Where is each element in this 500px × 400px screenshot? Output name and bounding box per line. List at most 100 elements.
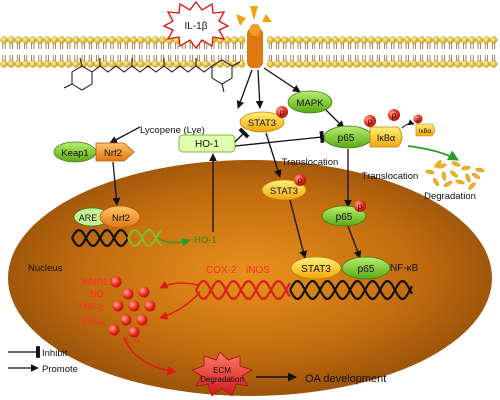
lipid-head (410, 60, 419, 68)
lipid-head (144, 36, 152, 44)
lipid-head (158, 36, 167, 44)
arrow-receptor-p65 (236, 69, 253, 109)
lipid-head (295, 60, 303, 68)
arrow-stat3-dna (289, 199, 308, 259)
arrow-lycopene-keap1 (109, 126, 141, 144)
lipid-head (310, 60, 318, 68)
arrow-nrf2-nuclear (112, 161, 121, 206)
lipid-head (439, 36, 447, 44)
lipid-head (302, 60, 311, 68)
lipid-head (0, 36, 8, 44)
no-label: NO (90, 289, 104, 299)
lipid-head (166, 60, 174, 68)
ho1-box-label: HO-1 (195, 139, 219, 150)
lipid-head (324, 60, 332, 68)
lipid-head (7, 36, 15, 44)
lipid-head (122, 60, 131, 68)
lipid-head (29, 36, 37, 44)
inhibit-ho1-stat3 (234, 127, 250, 143)
nucleus-label: Nucleus (28, 263, 63, 274)
lipid-head (43, 60, 51, 68)
lipid-head (187, 60, 195, 68)
lipid-head (454, 36, 462, 44)
stat3-top-label: STAT3 (248, 118, 276, 129)
lipid-head (238, 36, 246, 44)
lipid-head (446, 60, 455, 68)
p65-nuclear: p65 p (321, 200, 367, 227)
lipid-head (266, 36, 275, 44)
lipid-head (353, 60, 361, 68)
p65-ikba-complex: p65 IκBα p p (323, 109, 403, 149)
lipid-head (374, 60, 383, 68)
are-nrf2-complex: ARE Nrf2 (73, 205, 141, 229)
arrow-mapk-p65 (325, 109, 345, 129)
lipid-head (144, 60, 152, 68)
lipid-head (65, 60, 73, 68)
lipid-head (317, 36, 325, 44)
lipid-head (338, 36, 347, 44)
lipid-head (389, 60, 397, 68)
lipid-head (475, 60, 483, 68)
lipid-head (50, 60, 59, 68)
lipid-head (446, 36, 455, 44)
ho1-gene-label: HO-1 (194, 235, 217, 246)
cox2-label: COX-2 (206, 265, 237, 276)
ikba-p: p (392, 111, 397, 120)
inflammatory-mediators (108, 276, 156, 338)
arrow-dna-ho1 (157, 237, 191, 247)
il6-label: IL-6 (124, 335, 140, 345)
pge2-label: PEG₂ (82, 316, 105, 326)
legend-inhibit-label: Inhibit (42, 348, 68, 359)
dna-strands (71, 229, 413, 301)
lipid-head (360, 36, 368, 44)
stat3-nuclear: STAT3 p (261, 174, 307, 201)
lipid-head (57, 60, 66, 68)
lipid-head (482, 36, 491, 44)
lipid-head (130, 36, 138, 44)
lipid-head (302, 36, 311, 44)
lipid-head (274, 36, 282, 44)
nrf2-nuclear-label: Nrf2 (112, 213, 130, 224)
p65-mid-label: p65 (336, 212, 353, 223)
lipid-head (346, 60, 354, 68)
lipid-head (238, 60, 246, 68)
lipid-head (338, 60, 347, 68)
degradation-fragment (450, 170, 458, 178)
degradation-fragment (461, 165, 471, 171)
lipid-head (266, 60, 275, 68)
lipid-head (468, 36, 476, 44)
lipid-head (57, 36, 66, 44)
arrow-stat3-translocate (265, 132, 282, 178)
lipid-head (22, 60, 30, 68)
lipid-head (468, 60, 476, 68)
lipid-head (367, 60, 375, 68)
lipid-head (288, 60, 296, 68)
lipid-head (482, 60, 491, 68)
ikba-small-label: IκBα (419, 129, 432, 135)
lipid-head (122, 36, 131, 44)
degradation-fragments-icon (425, 160, 485, 190)
degradation-fragment (434, 160, 442, 168)
ikba-small-p: p (416, 118, 420, 124)
lipid-head (14, 60, 23, 68)
legend: Inhibit Promote (8, 346, 78, 375)
ikba-released: IκBα p (413, 114, 435, 137)
lipid-head (65, 36, 73, 44)
lipid-head (36, 36, 44, 44)
lipid-head (432, 60, 440, 68)
mapk: MAPK (287, 90, 333, 114)
lipid-head (288, 36, 296, 44)
stat3-mid-p: p (298, 176, 303, 185)
keap1-label: Keap1 (61, 148, 88, 159)
il1b-label: IL-1β (185, 21, 208, 32)
lipid-head (173, 60, 181, 68)
lipid-head (36, 60, 44, 68)
lipid-head (418, 36, 426, 44)
stat3-dna-label: STAT3 (301, 264, 331, 275)
lipid-head (403, 36, 411, 44)
inhibit-ho1-p65 (234, 130, 325, 147)
lipid-head (410, 36, 419, 44)
stat3-cytoplasm: STAT3 p (239, 106, 288, 133)
lycopene-structure-icon (63, 57, 241, 93)
lipid-head (101, 60, 109, 68)
